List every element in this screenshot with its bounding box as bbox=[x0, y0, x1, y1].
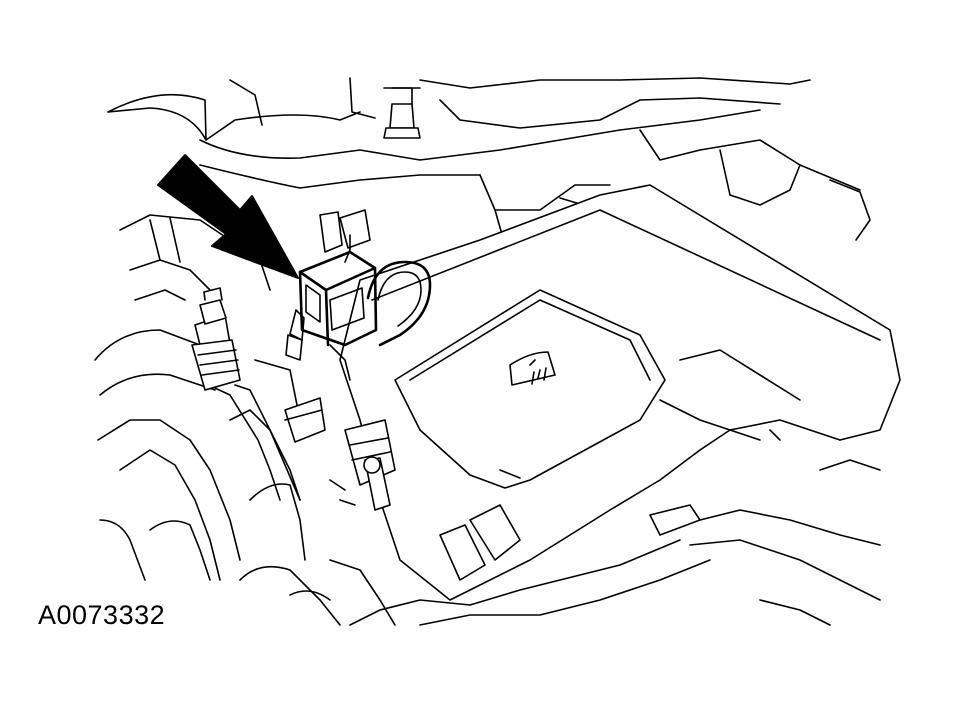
relay-connector bbox=[289, 209, 432, 381]
sensor-cluster bbox=[284, 334, 396, 511]
figure-id-label: A0073332 bbox=[38, 600, 166, 630]
pointer-arrow bbox=[157, 154, 299, 279]
line-fitting-assembly bbox=[191, 287, 301, 501]
washer-fluid-icon bbox=[509, 351, 556, 386]
engine-cover-housing bbox=[339, 184, 901, 601]
